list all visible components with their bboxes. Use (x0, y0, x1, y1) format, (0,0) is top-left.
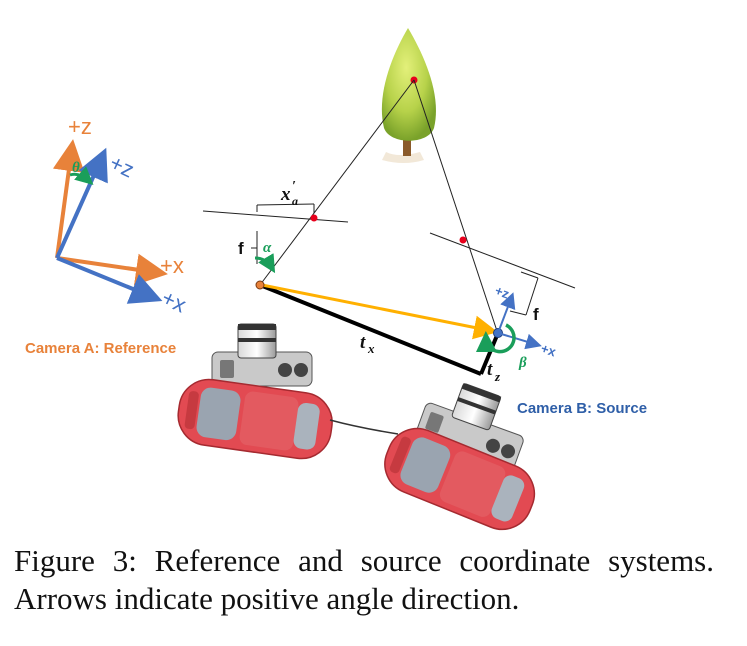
f-label-b: f (533, 305, 539, 324)
car-connector (329, 419, 399, 435)
baseline-arrow (261, 283, 498, 340)
projection-lines (202, 79, 576, 332)
projection-point-b (459, 236, 467, 244)
svg-text:a: a (292, 194, 298, 208)
alpha-arrow (254, 253, 276, 274)
svg-text:x: x (280, 184, 291, 205)
camera-b-z-label: +z (493, 283, 512, 302)
theta-label: θ (72, 160, 80, 176)
tx-line (259, 283, 482, 376)
orange-z-label: +z (68, 114, 92, 139)
orange-x-label: +x (160, 253, 184, 278)
orange-x-axis (56, 253, 168, 286)
camera-b-caption: Camera B: Source (517, 400, 647, 417)
svg-text:t: t (360, 332, 366, 353)
theta-arrow (69, 166, 94, 186)
svg-text:′: ′ (292, 179, 296, 194)
figure-caption: Figure 3: Reference and source coordinat… (14, 543, 714, 616)
car-a-icon (177, 378, 333, 460)
axes-reference-group: +z +x +z +x θ (52, 114, 190, 318)
svg-text:t: t (487, 359, 493, 380)
svg-text:x: x (367, 341, 375, 356)
blue-x-label: +x (158, 285, 190, 318)
tree-icon (381, 28, 436, 163)
t-x-label: t x (360, 332, 375, 356)
camera-a-center (255, 280, 265, 290)
camera-b-icon (415, 383, 524, 470)
beta-arrow (475, 323, 516, 354)
car-b-icon (384, 427, 536, 531)
alpha-label: α (263, 240, 272, 256)
svg-text:z: z (494, 369, 501, 384)
t-z-label: t z (487, 359, 501, 384)
blue-z-label: +z (106, 150, 138, 183)
camera-a-caption: Camera A: Reference (25, 340, 176, 357)
f-label-a: f (238, 239, 244, 258)
blue-x-axis (56, 256, 163, 304)
camera-a-icon (211, 323, 313, 387)
diagram: +z +x +z +x θ f (25, 28, 647, 531)
orange-z-axis (52, 139, 85, 259)
camera-b-z-axis (497, 292, 516, 334)
beta-label: β (518, 355, 527, 371)
projection-point-a (310, 214, 318, 222)
camera-b-x-label: +x (539, 341, 558, 360)
camera-b-x-axis (497, 332, 542, 350)
x-a-label: x ′ a (280, 179, 298, 208)
blue-z-axis (55, 147, 108, 259)
